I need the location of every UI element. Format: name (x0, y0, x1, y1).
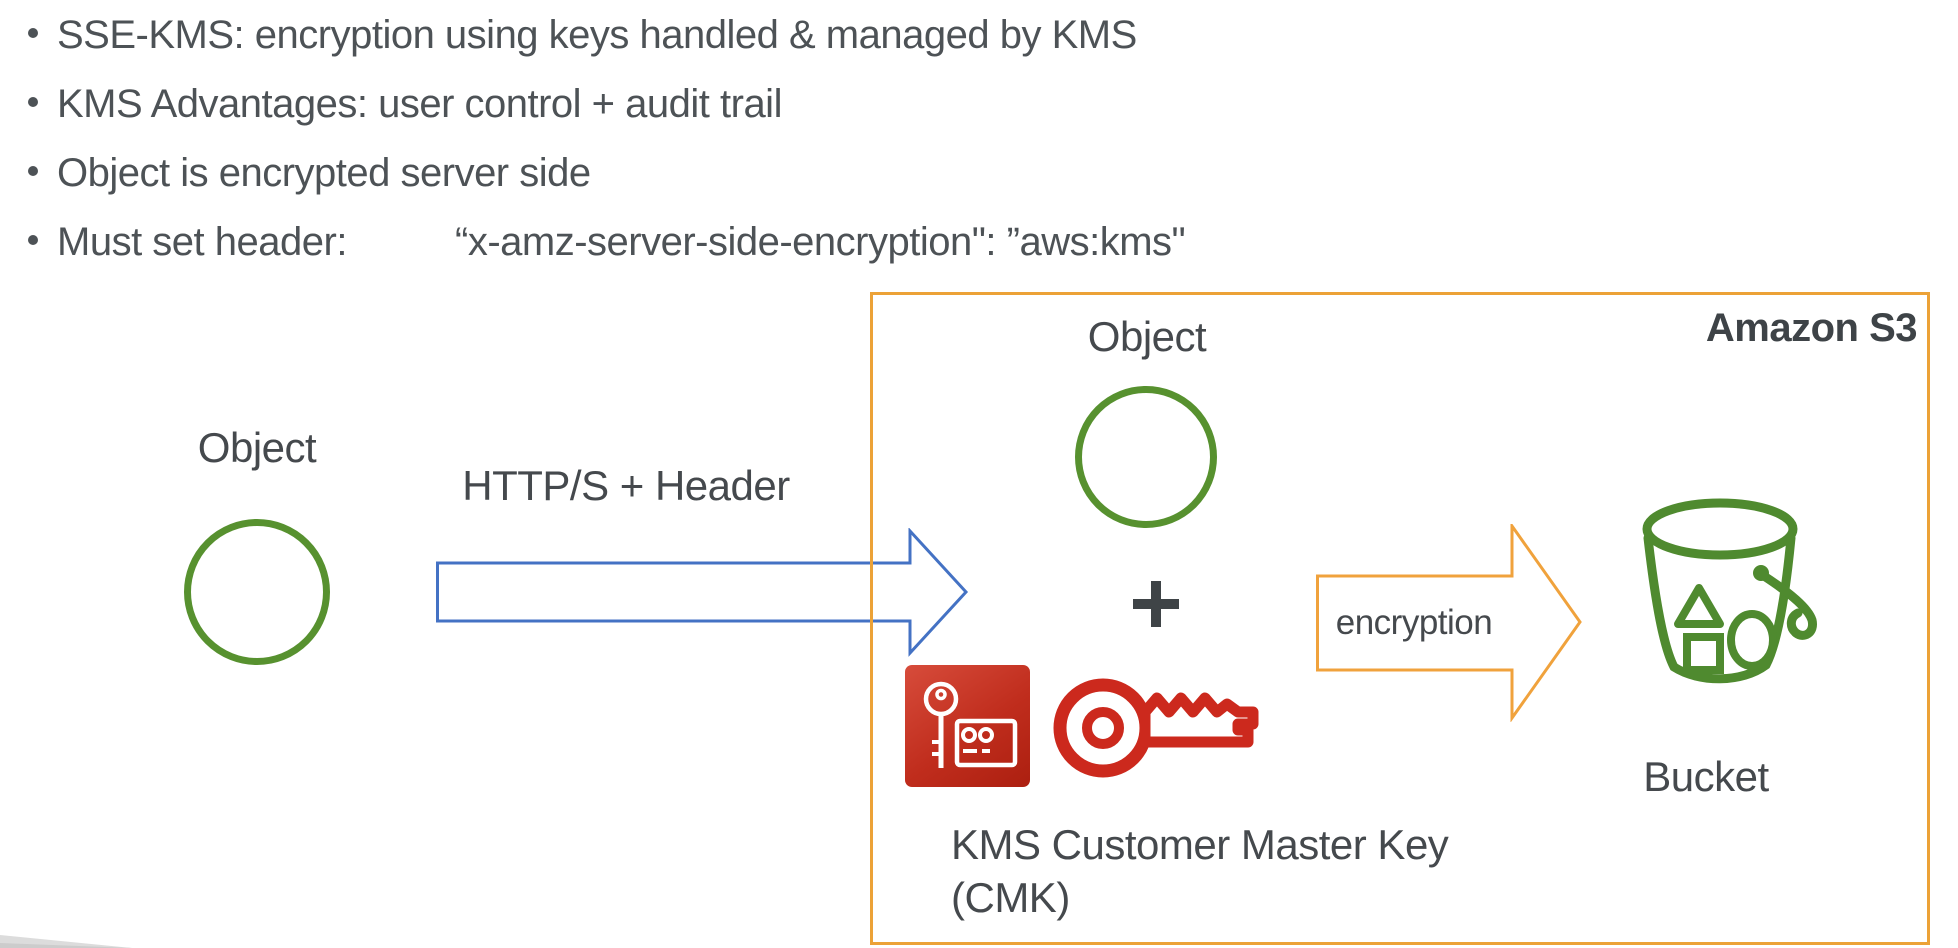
bullet-item: SSE-KMS: encryption using keys handled &… (28, 10, 1428, 60)
left-object-label: Object (197, 424, 317, 471)
encryption-arrow-label: encryption (1335, 603, 1493, 642)
header-prefix: Must set header: (57, 220, 347, 264)
bullet-list: SSE-KMS: encryption using keys handled &… (28, 10, 1428, 286)
bullet-dot (28, 97, 38, 107)
bullet-dot (28, 28, 38, 38)
corner-wedge-decoration (0, 935, 132, 948)
encryption-arrow-icon (1316, 524, 1582, 722)
bullet-text: KMS Advantages: user control + audit tra… (57, 82, 782, 126)
http-arrow-label: HTTP/S + Header (462, 462, 790, 509)
bullet-dot (28, 166, 38, 176)
object-circle-icon (184, 519, 330, 665)
kms-service-icon (905, 665, 1030, 787)
kms-caption: KMS Customer Master Key (CMK) (951, 818, 1449, 924)
bullet-item: KMS Advantages: user control + audit tra… (28, 79, 1428, 129)
bullet-item: Must set header: “x-amz-server-side-encry… (28, 217, 1428, 267)
bullet-text: Object is encrypted server side (57, 151, 591, 195)
bullet-text: SSE-KMS: encryption using keys handled &… (57, 13, 1137, 57)
bucket-label: Bucket (1643, 753, 1769, 800)
amazon-s3-box (870, 292, 1930, 945)
object-circle-icon (1075, 386, 1217, 528)
s3-bucket-icon (1642, 498, 1817, 684)
header-code: “x-amz-server-side-encryption": ”aws:kms… (455, 220, 1186, 264)
bullet-text: Must set header: “x-amz-server-side-encry… (57, 217, 1186, 267)
plus-icon (1133, 581, 1179, 627)
master-key-icon (1053, 678, 1259, 778)
kms-caption-line1: KMS Customer Master Key (951, 821, 1449, 868)
right-arrow-icon (436, 528, 969, 657)
kms-key-card-glyph (923, 681, 1018, 768)
amazon-s3-title: Amazon S3 (1705, 306, 1918, 350)
bullet-item: Object is encrypted server side (28, 148, 1428, 198)
box-object-label: Object (1087, 313, 1207, 360)
kms-caption-line2: (CMK) (951, 874, 1070, 921)
bullet-dot (28, 235, 38, 245)
